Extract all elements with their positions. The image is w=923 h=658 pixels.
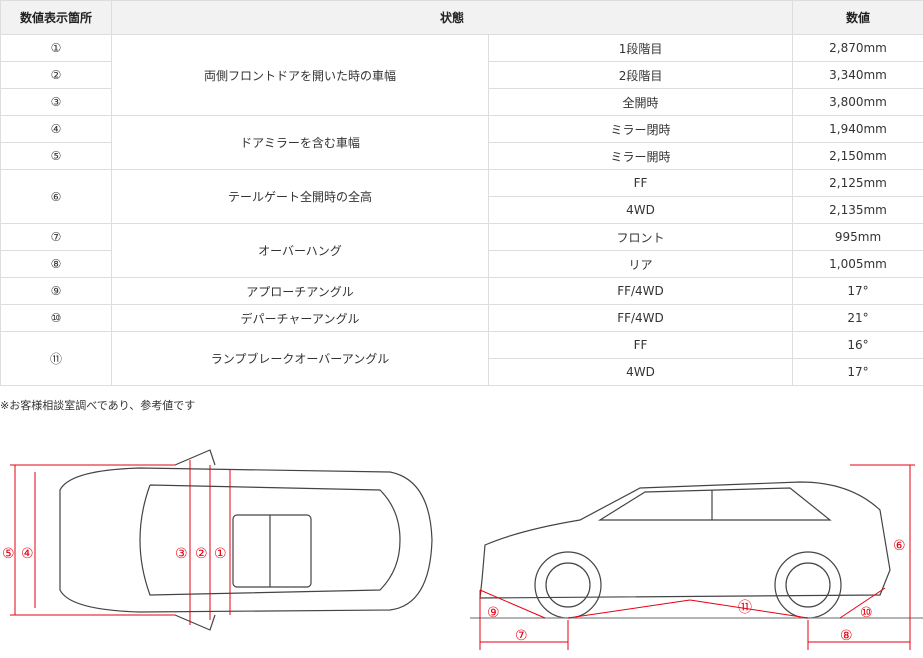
mark: ③ — [0, 88, 112, 116]
cond: FF — [487, 169, 794, 197]
mark: ② — [0, 61, 112, 89]
cond: ミラー開時 — [487, 142, 794, 170]
mark: ⑩ — [0, 304, 112, 332]
label-2: ② — [195, 546, 208, 562]
label-7: ⑦ — [515, 628, 528, 644]
value: 2,135mm — [792, 196, 923, 224]
label-8: ⑧ — [840, 628, 853, 644]
label-11: ⑪ — [738, 600, 752, 616]
mark: ① — [0, 34, 112, 62]
header-value: 数値 — [792, 0, 923, 35]
value: 17° — [792, 277, 923, 305]
value: 995mm — [792, 223, 923, 251]
cond: FF/4WD — [487, 277, 794, 305]
value: 3,800mm — [792, 88, 923, 116]
cond: フロント — [487, 223, 794, 251]
header-location: 数値表示箇所 — [0, 0, 112, 35]
group: ランプブレークオーバーアングル — [111, 331, 489, 386]
footnote: ※お客様相談室調べであり、参考値です — [0, 399, 196, 412]
table-header: 数値表示箇所 状態 数値 — [0, 0, 923, 35]
group: デパーチャーアングル — [111, 304, 489, 332]
value: 17° — [792, 358, 923, 386]
label-5: ⑤ — [2, 546, 15, 562]
top-view-dimension-lines — [10, 460, 231, 625]
mark: ⑨ — [0, 277, 112, 305]
cond: FF/4WD — [487, 304, 794, 332]
header-condition: 状態 — [110, 0, 794, 35]
mark: ④ — [0, 115, 112, 143]
label-6: ⑥ — [893, 538, 906, 554]
value: 3,340mm — [792, 61, 923, 89]
label-9: ⑨ — [487, 605, 500, 621]
cond: 2段階目 — [487, 61, 794, 89]
group: テールゲート全開時の全高 — [111, 169, 489, 224]
cond: 4WD — [487, 358, 794, 386]
cond: ミラー閉時 — [487, 115, 794, 143]
cond: 1段階目 — [487, 34, 794, 62]
group: アプローチアングル — [111, 277, 489, 305]
value: 1,940mm — [792, 115, 923, 143]
mark: ⑤ — [0, 142, 112, 170]
cond: 4WD — [487, 196, 794, 224]
group: 両側フロントドアを開いた時の車幅 — [111, 34, 489, 116]
cond: 全開時 — [487, 88, 794, 116]
dimension-diagrams: ⑤ ④ ③ ② ① ⑥ ⑦ ⑧ ⑨ ⑩ ⑪ — [2, 449, 923, 650]
label-10: ⑩ — [860, 605, 873, 621]
label-3: ③ — [175, 546, 188, 562]
value: 16° — [792, 331, 923, 359]
cond: FF — [487, 331, 794, 359]
side-view-car — [470, 481, 923, 619]
mark: ⑦ — [0, 223, 112, 251]
mark: ⑥ — [0, 169, 112, 224]
mark: ⑧ — [0, 250, 112, 278]
value: 21° — [792, 304, 923, 332]
group: ドアミラーを含む車幅 — [111, 115, 489, 170]
group: オーバーハング — [111, 223, 489, 278]
cond: リア — [487, 250, 794, 278]
top-view-car — [59, 449, 433, 631]
value: 1,005mm — [792, 250, 923, 278]
side-view-dimension-lines — [479, 464, 915, 650]
value: 2,125mm — [792, 169, 923, 197]
mark: ⑪ — [0, 331, 112, 386]
label-4: ④ — [21, 546, 34, 562]
value: 2,150mm — [792, 142, 923, 170]
value: 2,870mm — [792, 34, 923, 62]
label-1: ① — [214, 546, 227, 562]
